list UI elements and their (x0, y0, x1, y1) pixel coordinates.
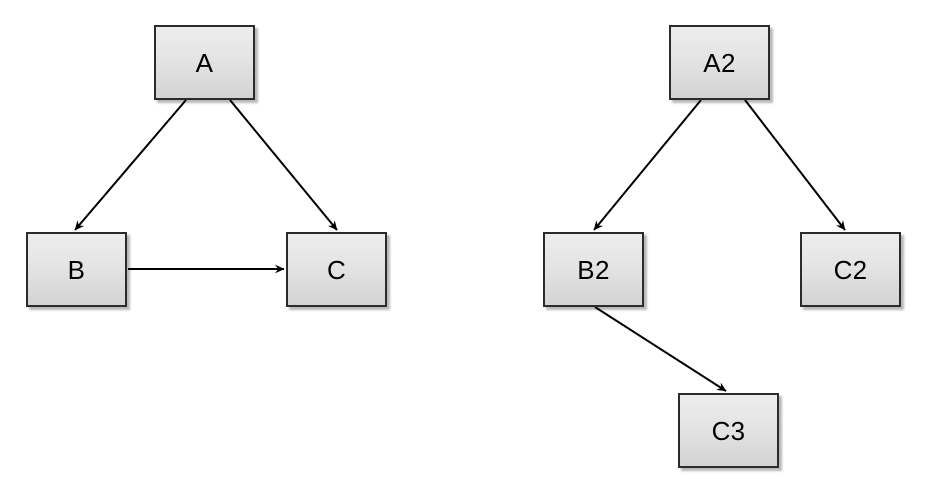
node-label: A (195, 47, 214, 78)
node-label: C3 (711, 415, 746, 446)
node-label: A2 (703, 47, 736, 78)
node-c3[interactable]: C3 (678, 393, 779, 468)
node-label: C2 (833, 254, 868, 285)
node-a2[interactable]: A2 (669, 25, 770, 100)
node-c2[interactable]: C2 (800, 232, 901, 307)
node-b[interactable]: B (26, 232, 127, 307)
edge-a-to-b (74, 99, 187, 231)
edge-a2-to-c2 (744, 99, 846, 231)
edge-b2-to-c3 (594, 306, 727, 392)
node-c[interactable]: C (286, 232, 387, 307)
node-label: B (67, 254, 86, 285)
node-label: B2 (577, 254, 610, 285)
edge-a2-to-b2 (593, 99, 702, 231)
edge-group (74, 99, 846, 392)
edge-a-to-c (229, 99, 338, 231)
node-label: C (326, 254, 347, 285)
node-b2[interactable]: B2 (543, 232, 644, 307)
node-a[interactable]: A (154, 25, 255, 100)
